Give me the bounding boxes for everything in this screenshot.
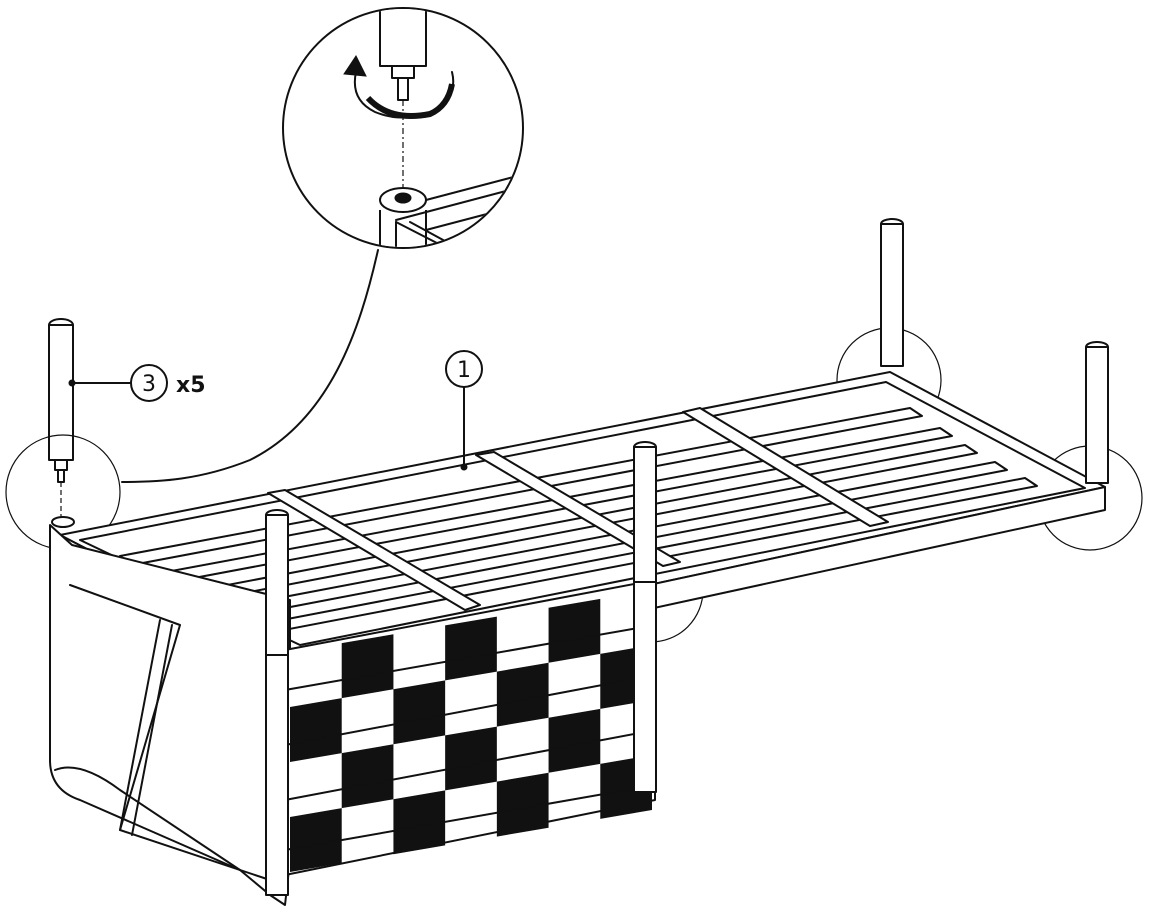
leg-right [1085, 341, 1109, 484]
rotate-arrow-icon [343, 55, 455, 119]
fabric-square [445, 726, 497, 791]
bed-frame [59, 371, 1106, 686]
fabric-square [290, 698, 342, 762]
callout-3-quantity: x5 [176, 373, 206, 398]
fabric-square [445, 616, 497, 681]
fabric-square [290, 808, 342, 872]
fabric-square [393, 790, 446, 855]
callout-1-number: 1 [457, 358, 471, 383]
callout-3-number: 3 [142, 372, 156, 397]
fabric-square [341, 634, 394, 699]
fabric-square [496, 772, 549, 837]
callout-part-3: 3 x5 [68, 364, 206, 402]
leg-socket-left [51, 516, 75, 528]
installed-legs [51, 218, 1109, 896]
detail-zoom-circle [282, 7, 524, 249]
fabric-square [341, 744, 394, 809]
leg-front-left [265, 509, 289, 896]
leg-back-right [880, 218, 904, 367]
fabric-square [548, 598, 601, 663]
loose-leg [48, 318, 74, 518]
fabric-square [393, 680, 446, 745]
checkered-fabric [284, 579, 656, 876]
leg-center [633, 441, 657, 793]
detail-leader-line [121, 249, 379, 483]
callout-part-1: 1 [445, 350, 483, 471]
fabric-square [548, 708, 601, 773]
fabric-square [496, 662, 549, 727]
